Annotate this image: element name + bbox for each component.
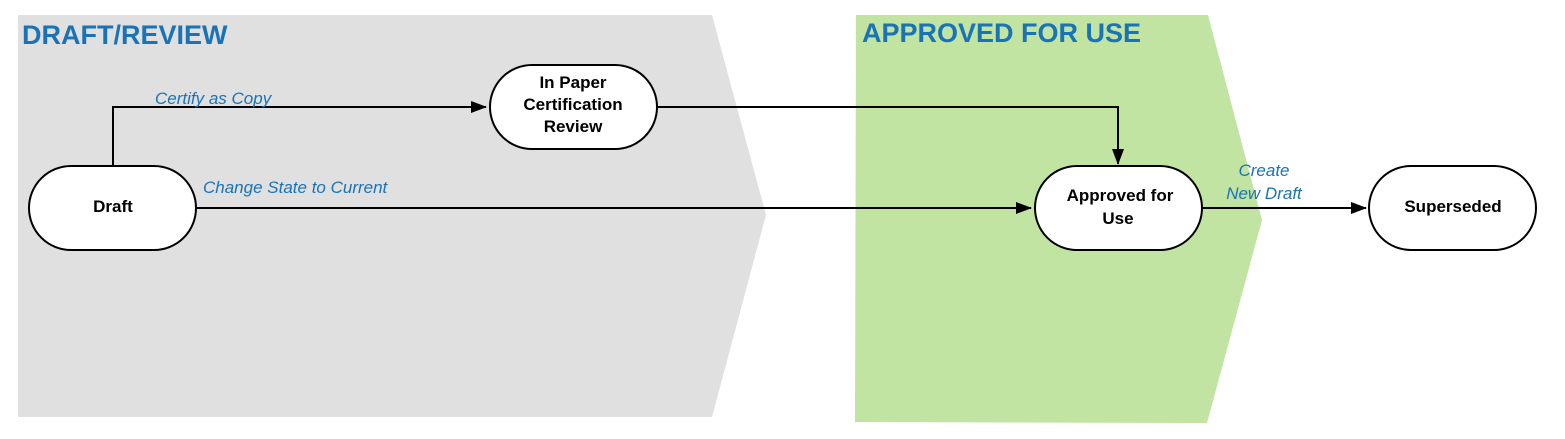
- edge-certify-as-copy: [112, 101, 487, 166]
- node-approved[interactable]: Approved for Use: [1034, 165, 1203, 251]
- edge-label-certify: Certify as Copy: [155, 89, 273, 108]
- node-paper-review-label-3: Review: [544, 117, 603, 136]
- edge-label-create: Create: [1238, 161, 1289, 180]
- node-superseded-label: Superseded: [1404, 197, 1501, 216]
- node-draft[interactable]: Draft: [28, 165, 197, 251]
- node-paper-review-label-2: Certification: [523, 95, 622, 114]
- draft-review-lane-title: DRAFT/REVIEW: [22, 20, 228, 50]
- node-draft-label: Draft: [93, 197, 133, 216]
- node-superseded[interactable]: Superseded: [1368, 165, 1537, 251]
- edge-review-to-approved: [657, 106, 1124, 165]
- node-approved-label-2: Use: [1102, 209, 1133, 228]
- node-paper-review[interactable]: In Paper Certification Review: [489, 64, 658, 150]
- node-approved-label-1: Approved for: [1067, 186, 1174, 205]
- node-paper-review-label-1: In Paper: [539, 73, 606, 92]
- approved-lane-title: APPROVED FOR USE: [862, 18, 1141, 48]
- edge-label-new-draft: New Draft: [1226, 184, 1303, 203]
- edge-label-change-state: Change State to Current: [203, 178, 389, 197]
